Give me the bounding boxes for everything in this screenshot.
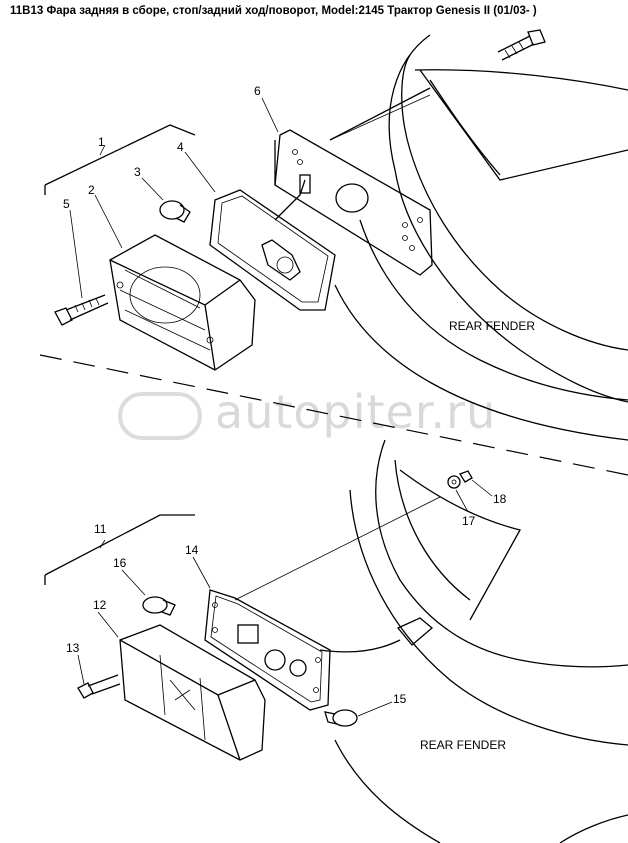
callout-17: 17 [462, 514, 476, 528]
bulb-16 [142, 596, 176, 616]
rear-fender-bottom [334, 439, 628, 843]
separator-dashed-line [39, 354, 628, 476]
lamp-housing-2 [109, 234, 256, 371]
bulb-15 [324, 709, 358, 727]
callout-11: 11 [94, 522, 107, 536]
gasket-4 [209, 179, 336, 311]
watermark-logo [118, 392, 202, 440]
bracket-1 [44, 124, 196, 195]
callout-1: 1 [98, 135, 105, 149]
bulb-3 [159, 200, 191, 223]
callout-15: 15 [393, 692, 407, 706]
callout-13: 13 [66, 641, 80, 655]
leader-lines [69, 94, 493, 717]
mount-plate-6 [274, 129, 433, 276]
bracket-11 [44, 514, 195, 585]
callout-16: 16 [113, 556, 127, 570]
top-bolt [497, 29, 546, 61]
callout-numbers: 1 2 3 4 5 6 11 12 13 14 15 16 17 18 [63, 84, 507, 706]
lamp-housing-12 [119, 624, 266, 761]
screw-5 [54, 294, 109, 326]
diagram-title: 11B13 Фара задняя в сборе, стоп/задний х… [10, 5, 537, 17]
callout-12: 12 [93, 598, 107, 612]
lamp-plate-14 [204, 589, 434, 711]
callout-14: 14 [185, 543, 199, 557]
callout-2: 2 [88, 183, 95, 197]
callout-3: 3 [134, 165, 141, 179]
rear-fender-label-top: REAR FENDER [449, 319, 535, 333]
watermark-text: autopiter.ru [215, 385, 497, 439]
callout-5: 5 [63, 197, 70, 211]
callout-6: 6 [254, 84, 261, 98]
callout-4: 4 [177, 140, 184, 154]
rear-fender-label-bottom: REAR FENDER [420, 738, 506, 752]
rear-fender-top [329, 34, 628, 441]
nut-washer [447, 470, 473, 489]
callout-18: 18 [493, 492, 507, 506]
screw-13 [77, 674, 121, 699]
